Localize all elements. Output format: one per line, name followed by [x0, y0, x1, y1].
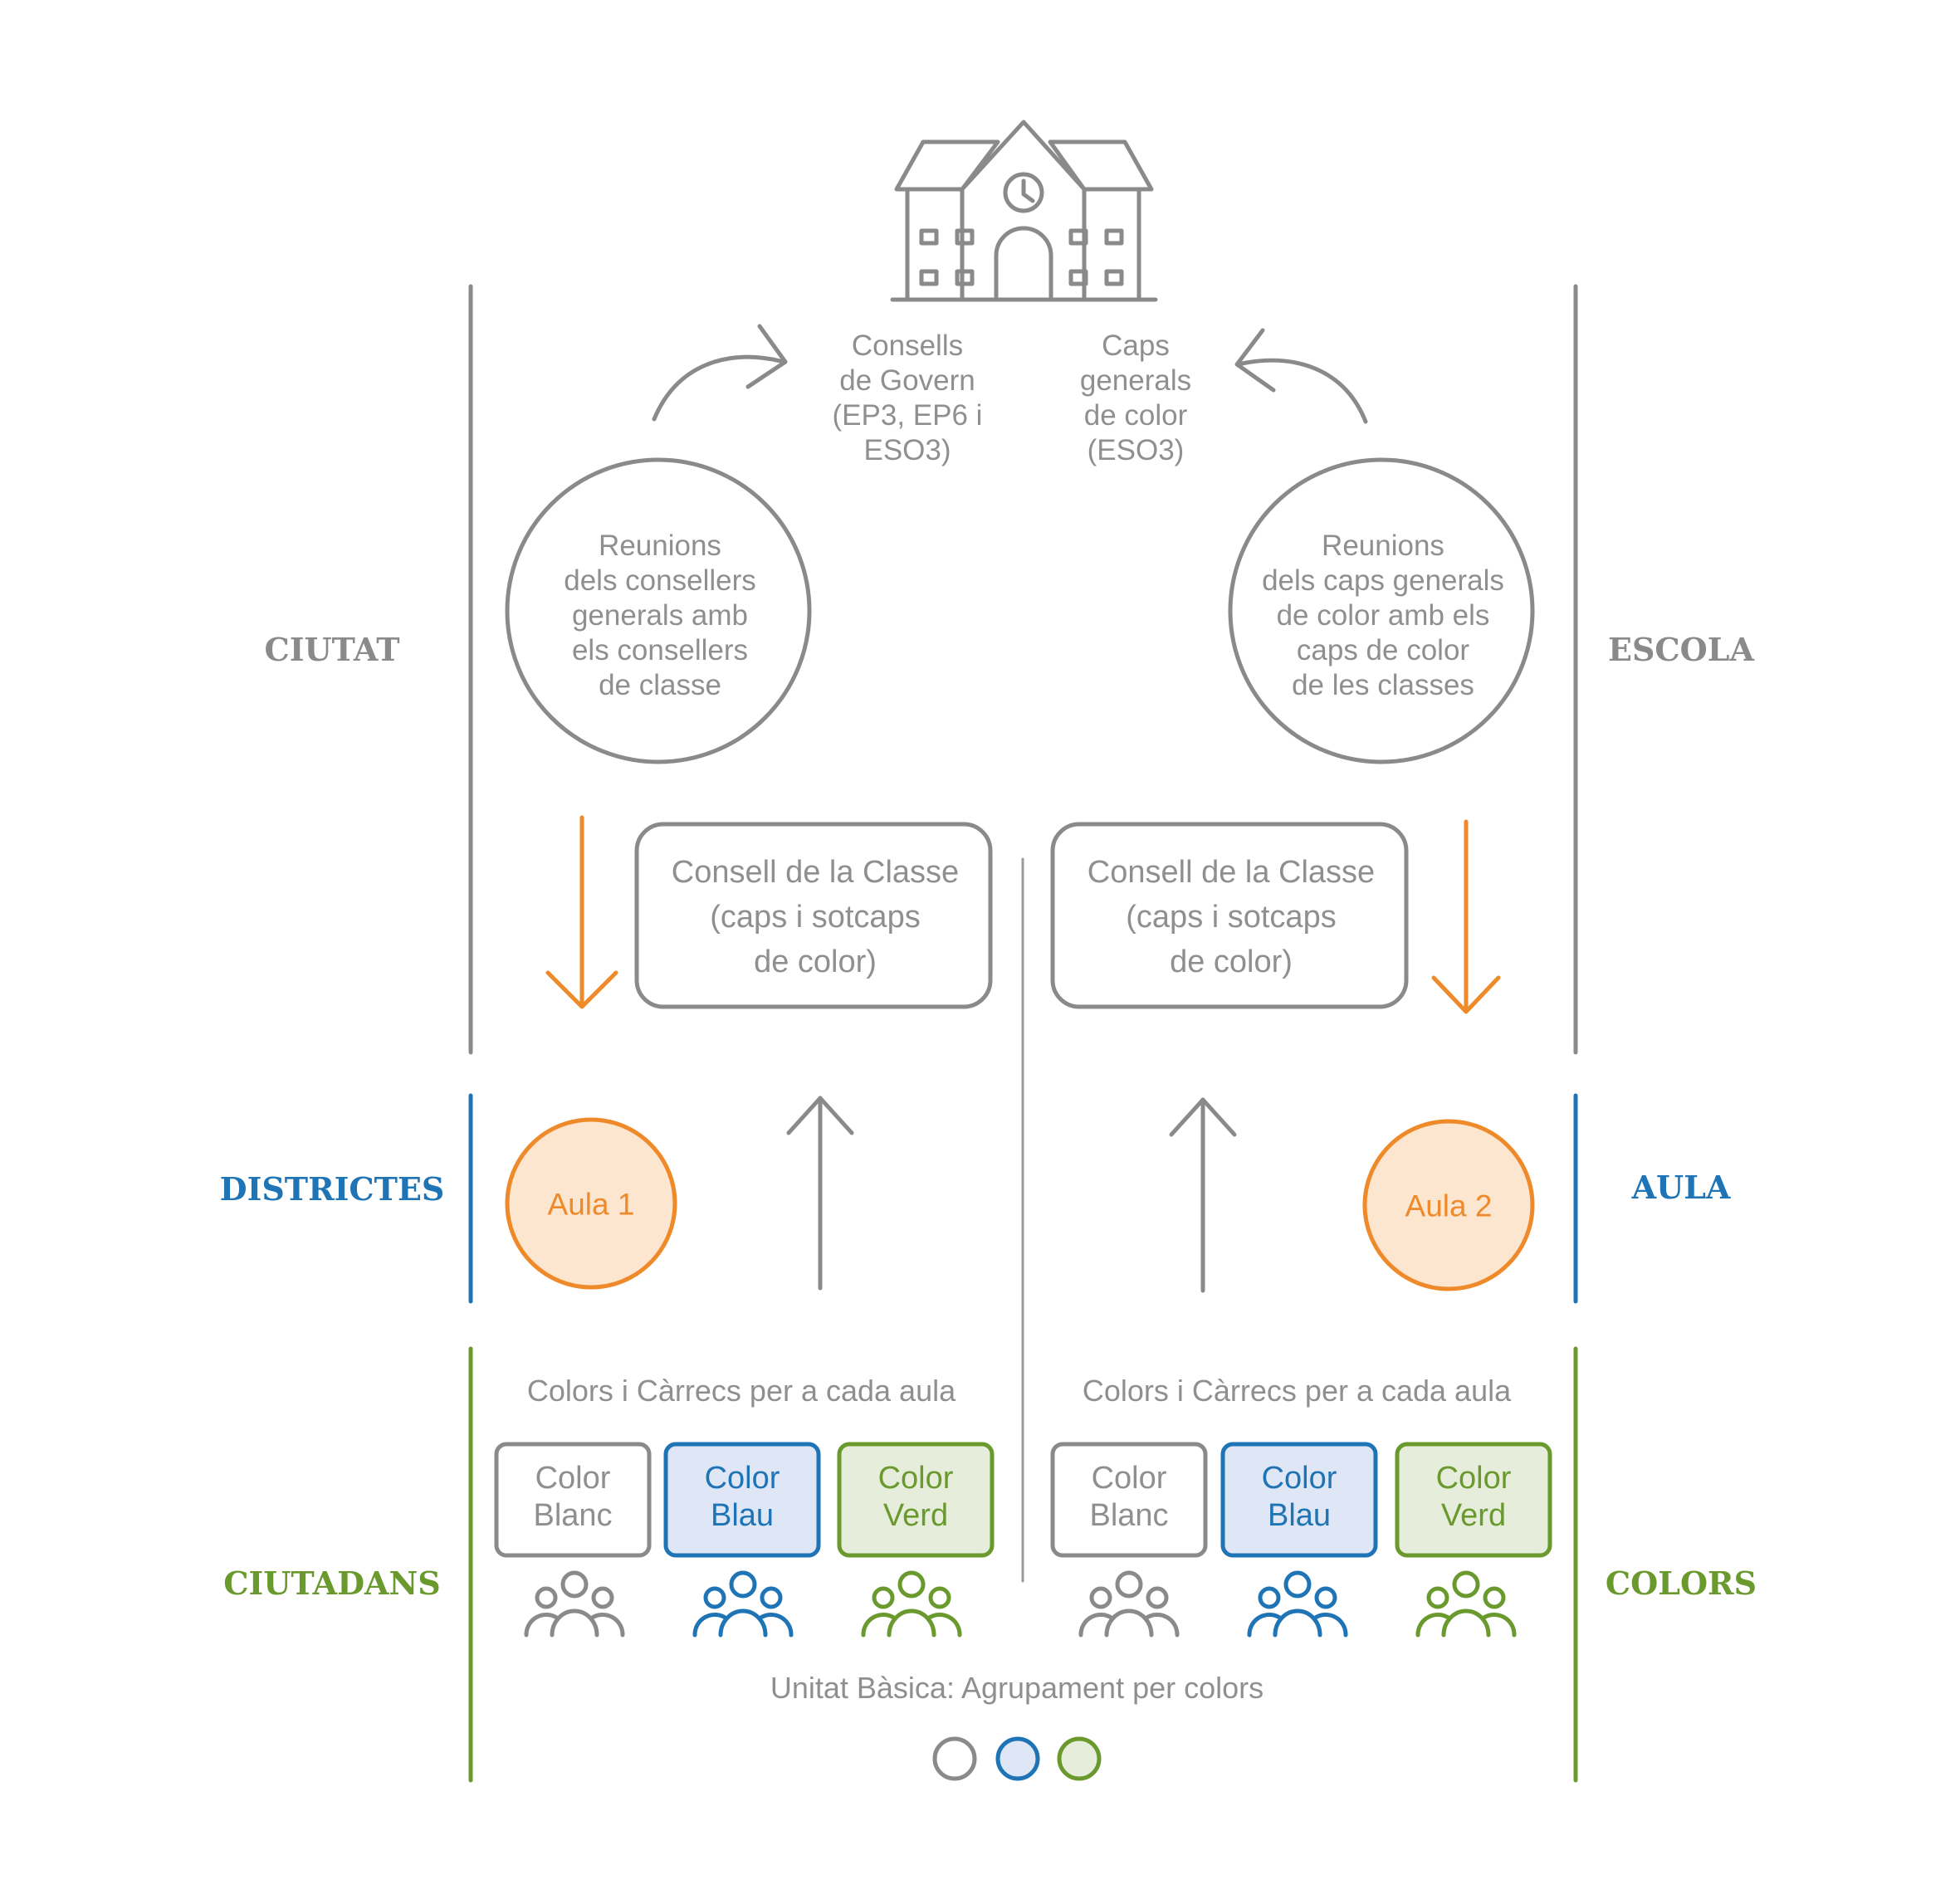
councilLeft-line: de color) — [754, 945, 877, 979]
topRight-line: de color — [1084, 399, 1188, 432]
circRight-line: de les classes — [1292, 669, 1474, 701]
down-arrow-left-head — [545, 970, 618, 1009]
curved-arrow-right — [1239, 358, 1368, 424]
up-arrow-right-head — [1169, 1097, 1237, 1137]
color-box-label: Blau — [1268, 1498, 1331, 1533]
meeting-circle-right — [1228, 457, 1535, 764]
side-bars — [468, 284, 1578, 1783]
color-box-label: Color — [535, 1461, 611, 1496]
circLeft-line: els consellers — [572, 634, 748, 666]
topLeft-line: de Govern — [839, 364, 975, 397]
curved-arrow-left — [652, 354, 783, 422]
people-group-icon — [1247, 1570, 1348, 1638]
topLeft-line: ESO3) — [863, 434, 951, 466]
circLeft-line: generals amb — [572, 599, 748, 632]
label-aula: AULA — [1631, 1169, 1731, 1206]
council-box-left — [634, 822, 993, 1009]
aula-circles — [505, 1117, 1535, 1291]
colors-title-right: Colors i Càrrecs per a cada aula — [1083, 1374, 1512, 1408]
legend-circle-white — [932, 1736, 977, 1781]
circRight-line: de color amb els — [1277, 599, 1490, 632]
color-box-label: Blanc — [1089, 1498, 1168, 1533]
people-group-icon — [1415, 1570, 1517, 1638]
circRight-line: dels caps generals — [1262, 564, 1504, 597]
color-box-label: Color — [1436, 1461, 1512, 1496]
color-box-blue — [663, 1442, 821, 1558]
councilLeft-line: Consell de la Classe — [672, 855, 959, 890]
legend-circle-green — [1057, 1736, 1102, 1781]
color-boxes: ColorBlancColorBlauColorVerdColorBlancCo… — [494, 1442, 1552, 1558]
council-box-right-text: Consell de la Classe (caps i sotcaps de co… — [1088, 855, 1375, 979]
topLeft-line: Consells — [852, 329, 963, 362]
color-box-white — [1050, 1442, 1208, 1558]
aula-circle-left — [505, 1117, 677, 1290]
colors-title-left: Colors i Càrrecs per a cada aula — [527, 1374, 956, 1408]
circRight-line: caps de color — [1297, 634, 1470, 666]
color-box-label: Verd — [1441, 1498, 1506, 1533]
color-box-white — [494, 1442, 652, 1558]
meeting-circles — [505, 457, 1535, 764]
color-box-label: Color — [1092, 1461, 1167, 1496]
color-box-label: Blanc — [533, 1498, 612, 1533]
orange-down-arrows — [545, 815, 1501, 1014]
aula-label-right: Aula 2 — [1405, 1189, 1493, 1223]
people-group-icon — [692, 1570, 794, 1638]
color-box-label: Verd — [883, 1498, 948, 1533]
legend-circle-blue — [995, 1736, 1040, 1781]
curved-arrow-left-head — [745, 324, 788, 389]
color-box-label: Color — [878, 1461, 954, 1496]
councilRight-line: Consell de la Classe — [1088, 855, 1375, 890]
colors-titles: Colors i Càrrecs per a cada aula Colors … — [527, 1374, 1512, 1408]
people-icons — [524, 1570, 1517, 1638]
people-group-icon — [524, 1570, 625, 1638]
up-arrow-left-head — [786, 1096, 854, 1135]
council-box-left-text: Consell de la Classe (caps i sotcaps de co… — [672, 855, 959, 979]
label-ciutat: CIUTAT — [264, 631, 399, 668]
people-group-icon — [861, 1570, 962, 1638]
gray-up-arrows — [786, 1096, 1237, 1293]
down-arrow-right-head — [1431, 975, 1501, 1014]
label-escola: ESCOLA — [1608, 631, 1754, 668]
circLeft-line: Reunions — [599, 530, 721, 562]
aula-labels: Aula 1 Aula 2 — [548, 1188, 1493, 1223]
color-box-label: Color — [705, 1461, 780, 1496]
topRight-line: generals — [1080, 364, 1191, 397]
color-box-blue — [1220, 1442, 1378, 1558]
councilLeft-line: (caps i sotcaps — [710, 900, 920, 935]
aula-circle-right — [1362, 1119, 1535, 1291]
councilRight-line: (caps i sotcaps — [1126, 900, 1336, 935]
curved-arrow-right-head — [1234, 328, 1276, 393]
people-group-icon — [1078, 1570, 1180, 1638]
topRight-line: Caps — [1102, 329, 1170, 362]
curved-arrows — [652, 324, 1368, 424]
councilRight-line: de color) — [1170, 945, 1293, 979]
circLeft-line: de classe — [599, 669, 721, 701]
color-box-green — [837, 1442, 995, 1558]
color-box-label: Blau — [711, 1498, 774, 1533]
circLeft-line: dels consellers — [564, 564, 756, 597]
color-box-green — [1395, 1442, 1552, 1558]
meeting-circle-left — [505, 457, 812, 764]
aula-label-left: Aula 1 — [548, 1188, 635, 1222]
council-box-right — [1050, 822, 1409, 1009]
legend-circles — [932, 1736, 1102, 1781]
label-colors: COLORS — [1606, 1565, 1757, 1602]
side-labels: CIUTAT ESCOLA DISTRICTES AULA CIUTADANS … — [220, 631, 1757, 1602]
label-districtes: DISTRICTES — [220, 1170, 445, 1208]
circRight-line: Reunions — [1322, 530, 1444, 562]
footer-caption: Unitat Bàsica: Agrupament per colors — [770, 1671, 1263, 1705]
label-ciutadans: CIUTADANS — [223, 1565, 440, 1602]
council-boxes — [634, 822, 1409, 1009]
topLeft-line: (EP3, EP6 i — [833, 399, 983, 432]
school-building-icon — [890, 120, 1158, 302]
topRight-line: (ESO3) — [1088, 434, 1185, 466]
color-box-label: Color — [1262, 1461, 1337, 1496]
